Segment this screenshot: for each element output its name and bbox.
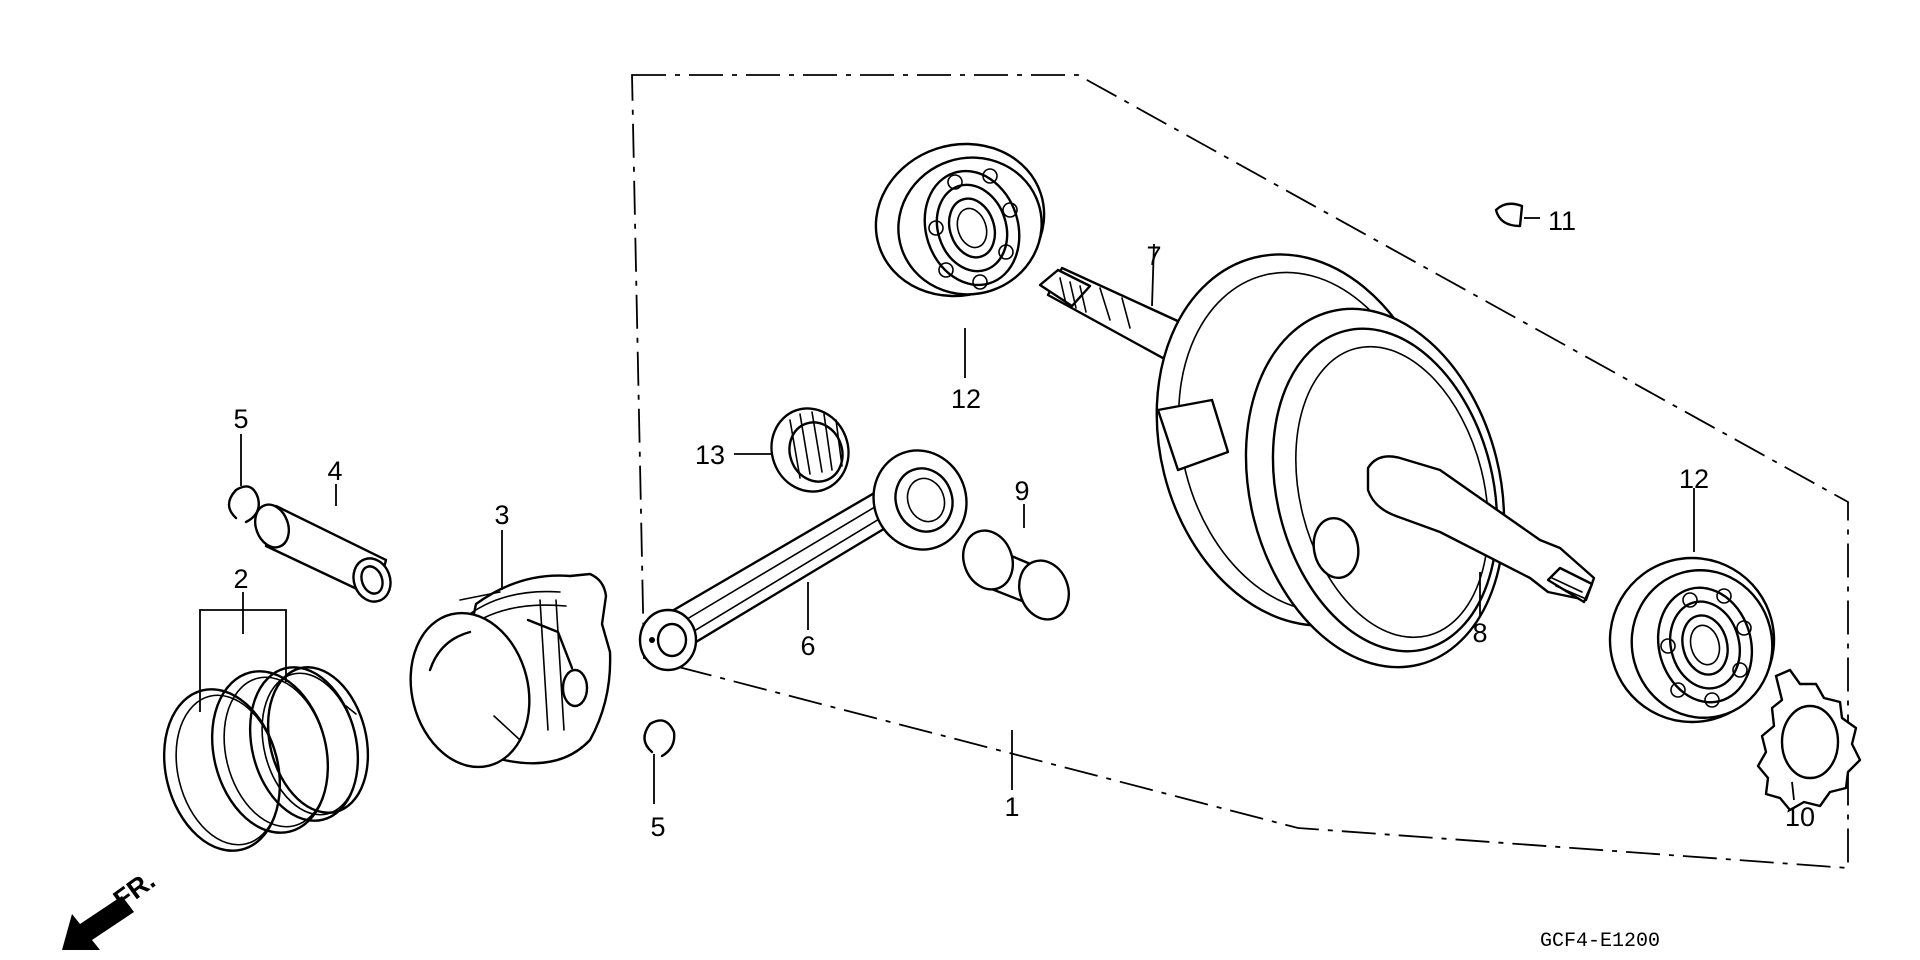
front-direction-arrow-icon [62, 896, 134, 950]
piston-rings [162, 666, 370, 852]
assembly-outline [631, 74, 1849, 869]
callout-10: 10 [1785, 802, 1815, 832]
piston [409, 572, 612, 769]
woodruff-key [1494, 202, 1524, 228]
callout-6: 6 [800, 631, 815, 661]
callout-11: 11 [1548, 206, 1576, 236]
timing-gear [1756, 668, 1862, 812]
ball-bearing-upper [874, 142, 1046, 298]
callout-4: 4 [327, 456, 342, 486]
callout-3: 3 [494, 500, 509, 530]
callout-2: 2 [233, 564, 248, 594]
crankshaft [1038, 253, 1596, 669]
leader-lines [199, 217, 1795, 804]
callout-12-right: 12 [1679, 464, 1709, 494]
circlip-lower [643, 719, 676, 758]
callout-8: 8 [1472, 618, 1487, 648]
callout-5-lower: 5 [650, 812, 665, 842]
callout-13: 13 [695, 440, 725, 470]
circlip-upper [227, 485, 260, 524]
needle-bearing [770, 407, 850, 493]
connecting-rod [638, 449, 968, 672]
crank-pin [962, 529, 1070, 621]
callout-12-upper: 12 [951, 384, 981, 414]
callout-7: 7 [1146, 241, 1161, 271]
diagram-code: GCF4-E1200 [1540, 930, 1660, 953]
ball-bearing-right [1608, 556, 1776, 724]
callout-5-upper: 5 [233, 404, 248, 434]
callout-9: 9 [1014, 476, 1029, 506]
piston-pin [253, 503, 392, 603]
callout-1: 1 [1004, 792, 1019, 822]
